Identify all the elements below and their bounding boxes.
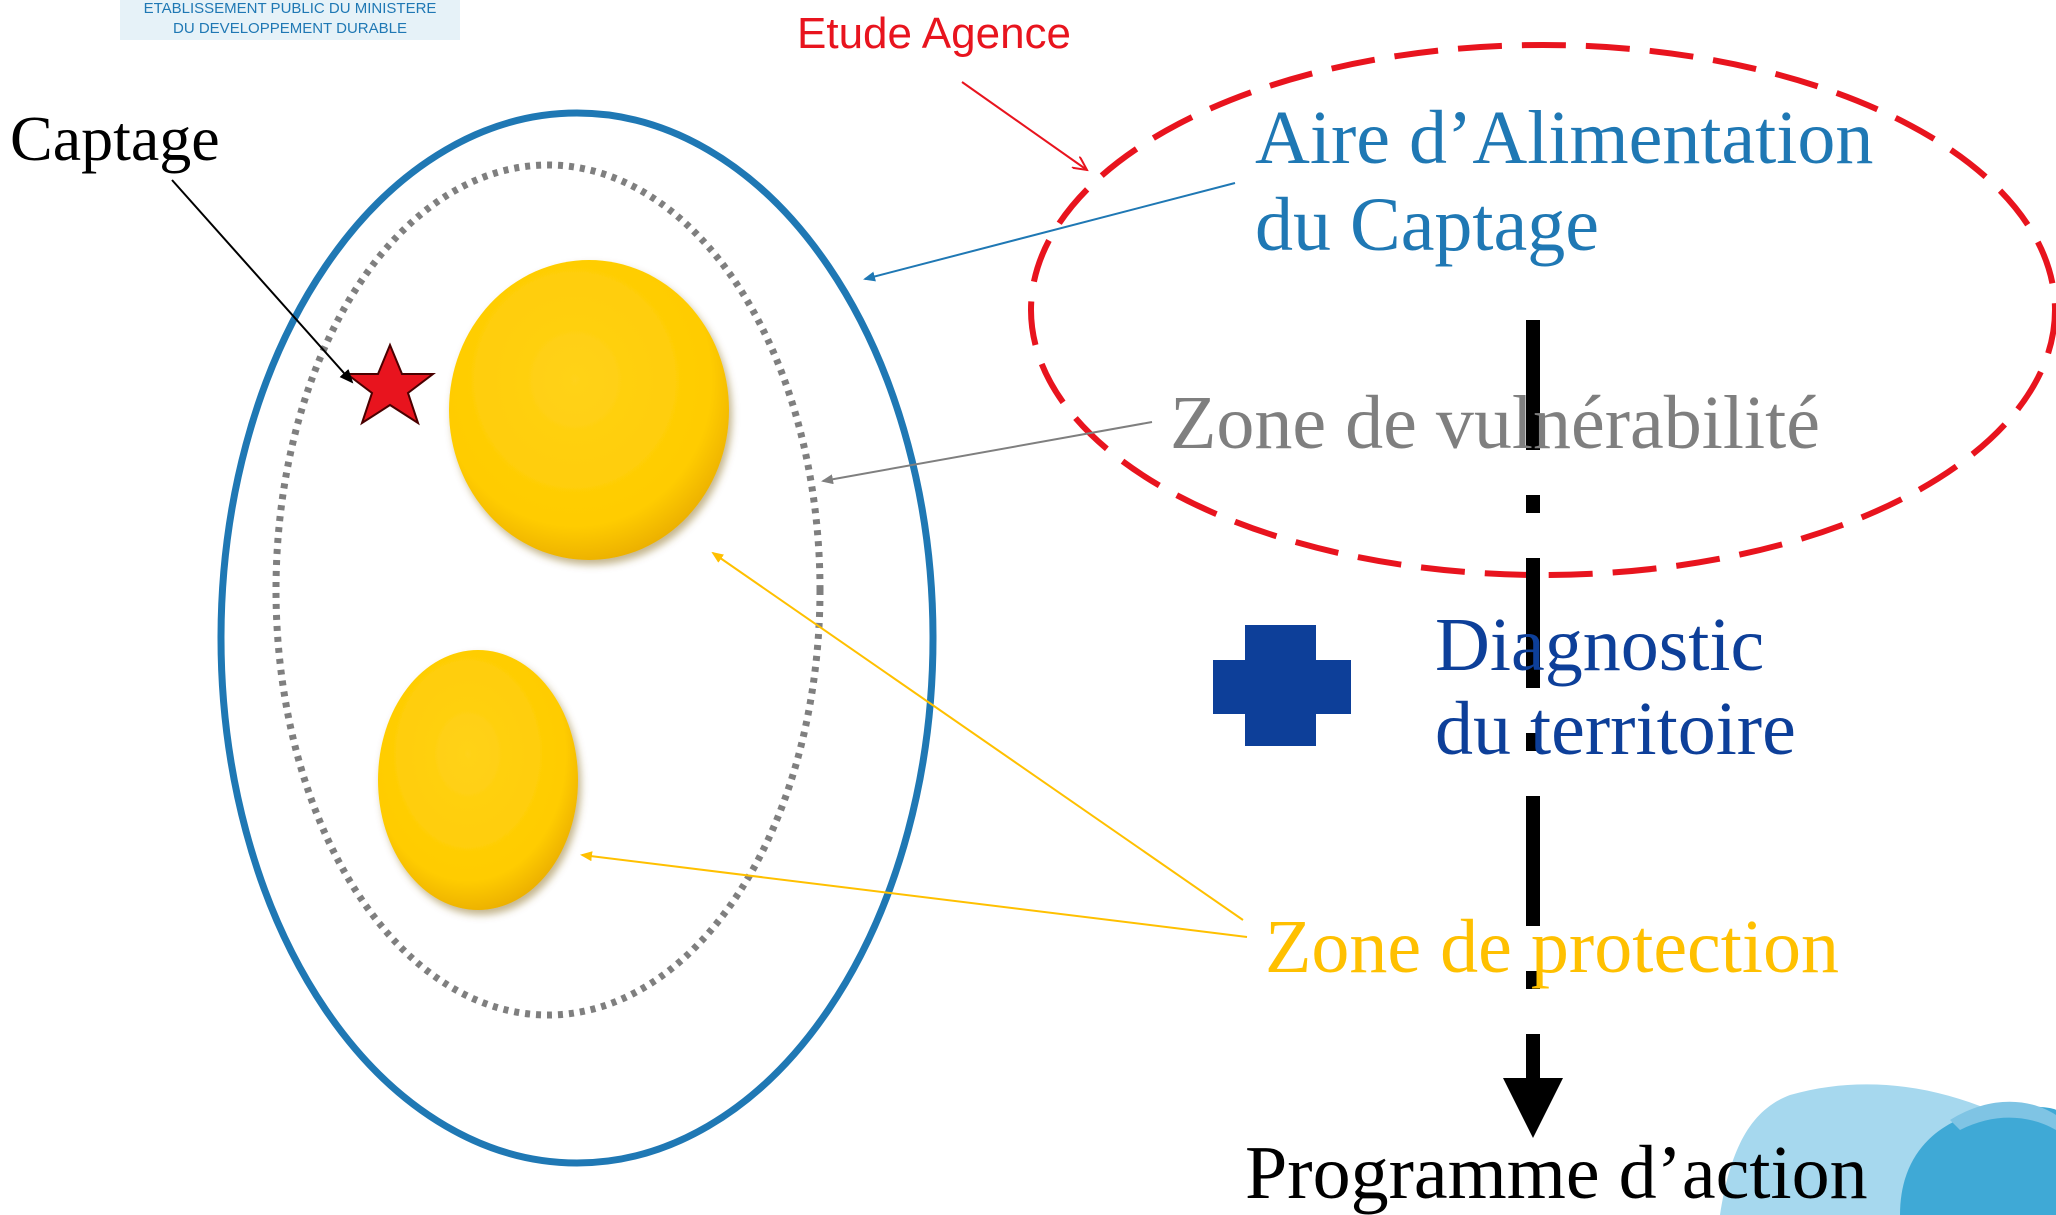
logo: ETABLISSEMENT PUBLIC DU MINISTERE DU DEV…: [120, 0, 460, 40]
diagnostic-label-line-1: Diagnostic: [1435, 603, 1764, 687]
wave-decoration: [1720, 1084, 2056, 1215]
protection-zone-large: [449, 260, 729, 560]
logo-background: [120, 0, 460, 40]
protection-arrow-large: [711, 551, 1244, 921]
wave-crest-shape: [1950, 1101, 2056, 1130]
diagnostic-label-line-2: du territoire: [1435, 687, 1796, 771]
aac-ellipse: [217, 109, 937, 1167]
etude-agence-arrow: [961, 81, 1087, 170]
aac-arrow: [863, 182, 1236, 282]
plus-icon: [1213, 625, 1351, 746]
vulnerability-arrow: [821, 421, 1153, 485]
vulnerability-ellipse: [272, 161, 824, 1019]
logo-line-1: ETABLISSEMENT PUBLIC DU MINISTERE: [144, 0, 437, 17]
protection-arrow-small: [580, 851, 1248, 938]
wave-dark-shape: [1900, 1106, 2056, 1215]
logo-line-2: DU DEVELOPPEMENT DURABLE: [173, 20, 407, 37]
arrowhead-down-icon: [1503, 1078, 1563, 1138]
vulnerability-label: Zone de vulnérabilité: [1170, 381, 1820, 465]
aac-label-line-1: Aire d’Alimentation: [1255, 96, 1873, 180]
captage-arrow: [171, 179, 354, 384]
star-icon: [344, 342, 436, 426]
flow-line: [1503, 320, 1563, 1138]
protection-label: Zone de protection: [1265, 905, 1839, 989]
etude-agence-ellipse: [1028, 42, 2056, 578]
aac-label-line-2: du Captage: [1255, 183, 1599, 267]
etude-agence-label: Etude Agence: [797, 9, 1071, 58]
captage-label: Captage: [10, 103, 220, 174]
protection-zone-small: [378, 650, 578, 910]
programme-action-label: Programme d’action: [1245, 1131, 1868, 1215]
